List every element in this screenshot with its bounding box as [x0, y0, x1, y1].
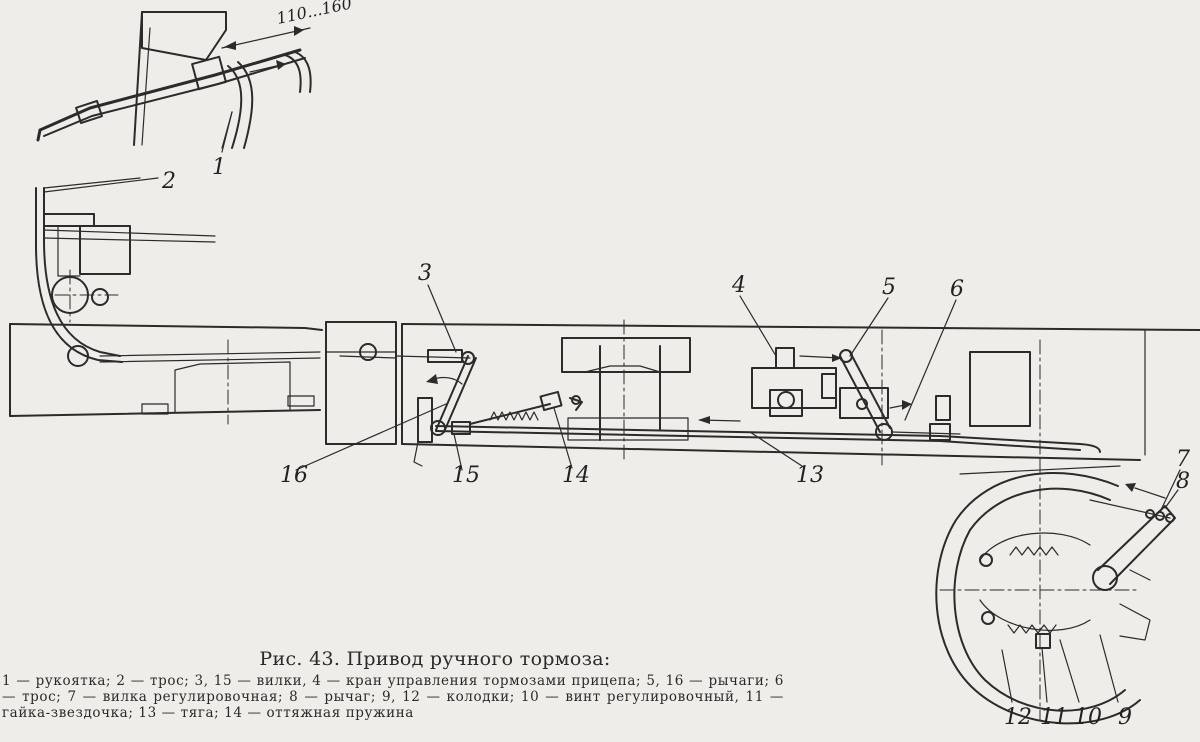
callout-14: 14	[562, 463, 590, 488]
rod-13	[435, 416, 1101, 453]
valve-4-assembly	[751, 347, 961, 441]
callout-5: 5	[882, 275, 896, 300]
frame-left-section	[9, 323, 323, 425]
callout-4: 4	[731, 273, 746, 298]
callout-9: 9	[1118, 705, 1132, 730]
callout-8: 8	[1176, 469, 1190, 494]
caption-title: Рис. 43. Привод ручного тормоза:	[259, 648, 611, 670]
left-lever-bracket	[35, 177, 216, 367]
callout-1: 1	[212, 155, 226, 180]
dimension-label: 110...160	[275, 0, 354, 28]
callout-6: 6	[950, 277, 964, 302]
frame-middle-section	[325, 321, 397, 445]
callout-10: 10	[1074, 705, 1102, 730]
callout-leaders	[43, 111, 1181, 703]
lever-16-assembly	[395, 349, 477, 467]
callout-13: 13	[796, 463, 824, 488]
figure-caption: Рис. 43. Привод ручного тормоза: 1 — рук…	[0, 648, 790, 721]
callout-2: 2	[161, 169, 176, 194]
brake-drum	[935, 459, 1176, 725]
callout-11: 11	[1040, 705, 1068, 730]
callout-7: 7	[1176, 447, 1190, 472]
caption-legend: 1 — рукоятка; 2 — трос; 3, 15 — вилки, 4…	[2, 673, 784, 721]
spring-14	[469, 390, 583, 425]
callout-15: 15	[452, 463, 480, 488]
callout-numbers: 1 2 3 4 5 6 7 8 9 10 11 12 13 14 15 16	[161, 155, 1190, 730]
handle-assembly: 110...160	[36, 0, 354, 149]
callout-12: 12	[1004, 705, 1032, 730]
callout-16: 16	[280, 463, 308, 488]
callout-3: 3	[418, 261, 432, 286]
